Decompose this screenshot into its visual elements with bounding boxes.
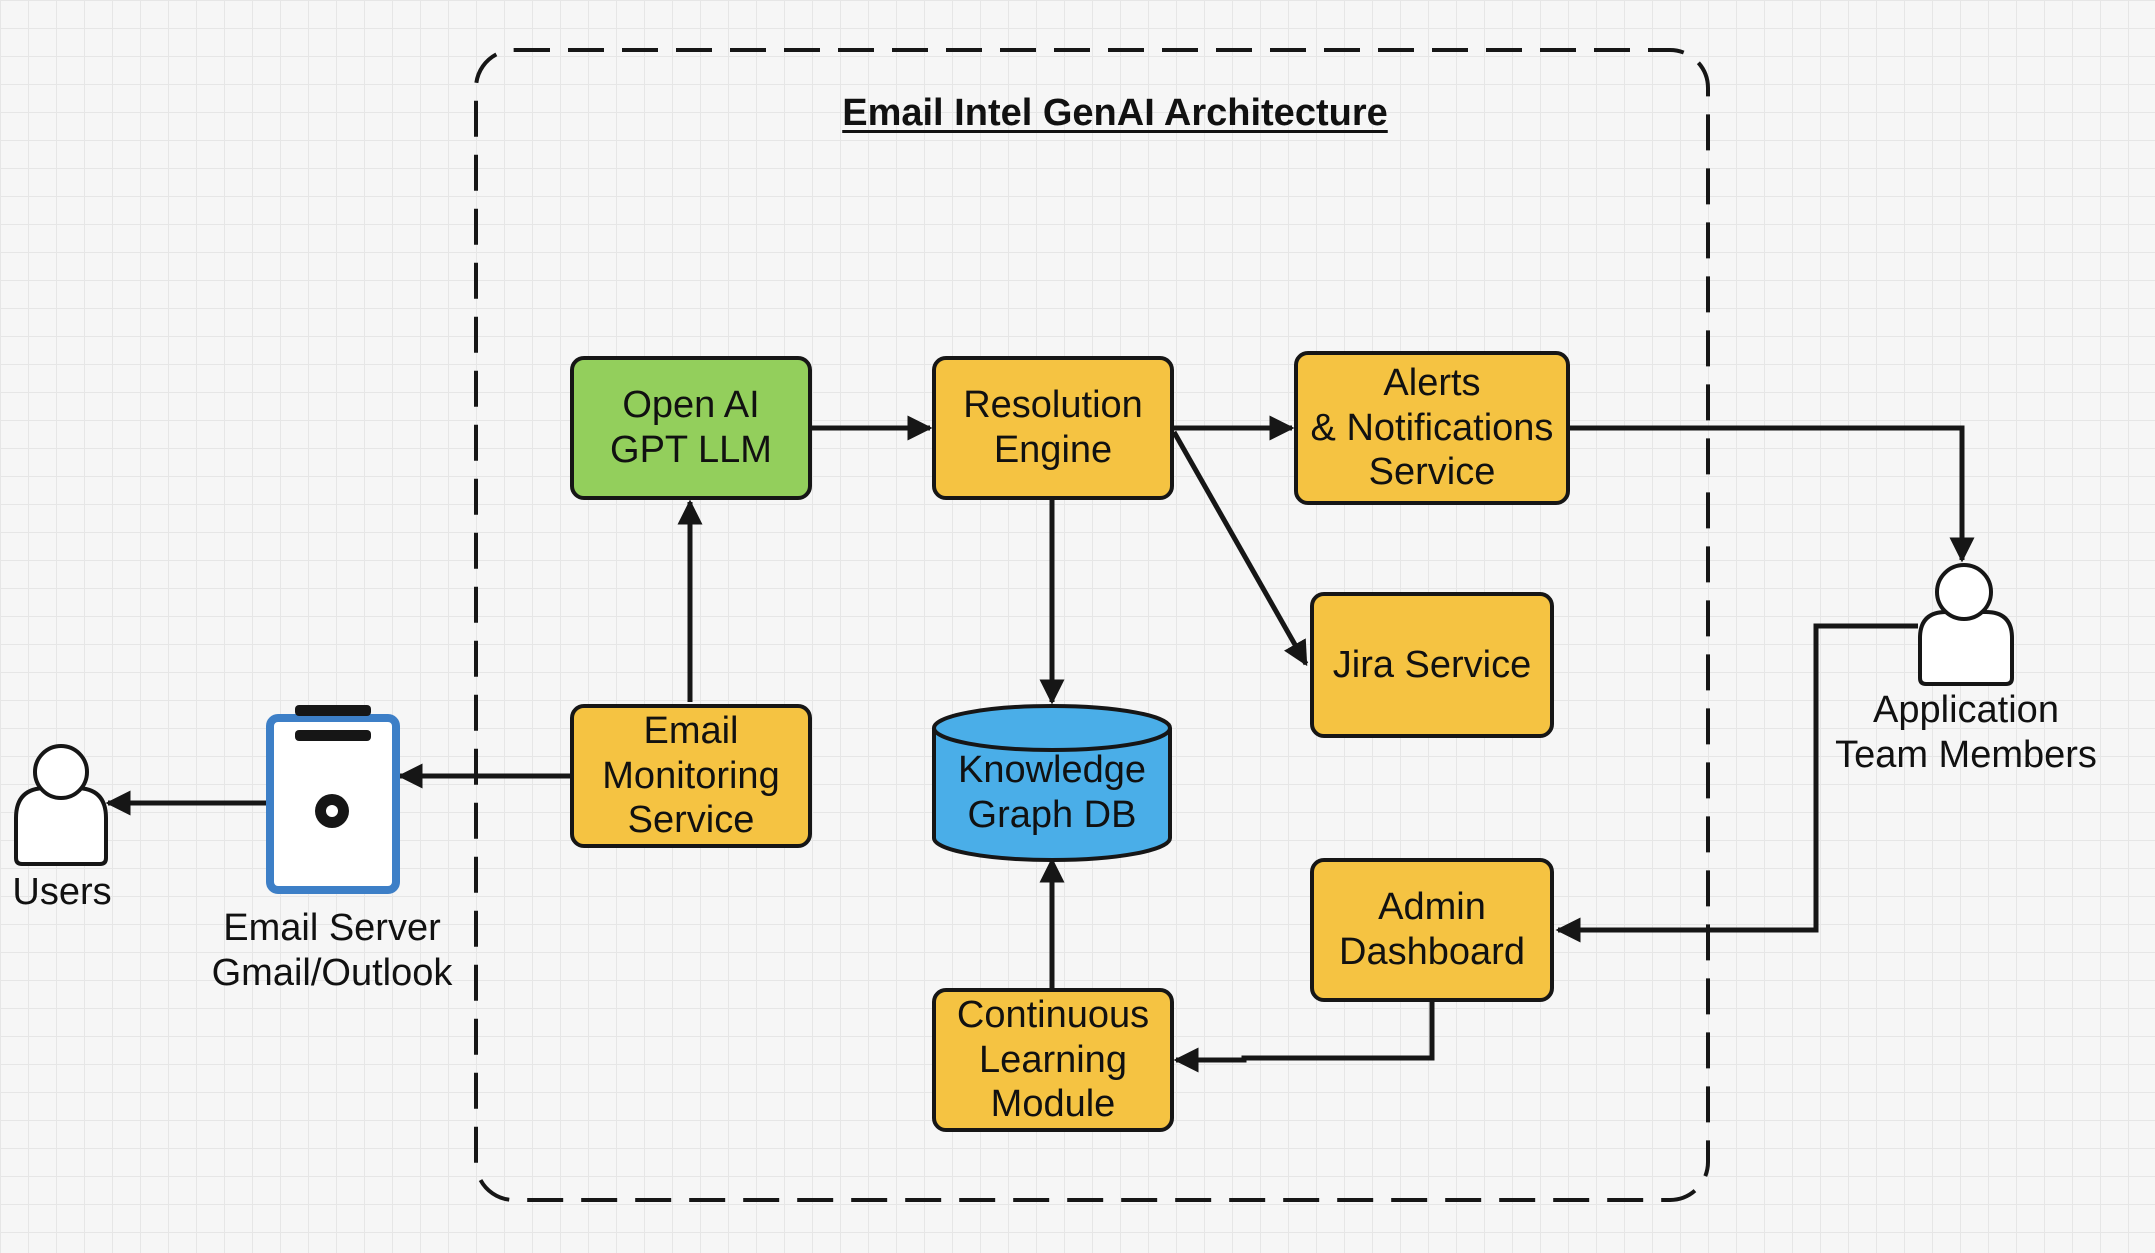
jira-service-node: Jira Service	[1310, 592, 1554, 738]
app-team-person-icon	[1918, 563, 2014, 686]
email-server-label: Email Server Gmail/Outlook	[211, 907, 453, 994]
email-monitoring-node: Email Monitoring Service	[570, 704, 812, 848]
resolution-engine-node: Resolution Engine	[932, 356, 1174, 500]
app-team-label: Application Team Members	[1835, 689, 2097, 776]
edge-resolution-to-jira	[1171, 430, 1309, 667]
alerts-notifications-node: Alerts & Notifications Service	[1294, 351, 1570, 505]
system-boundary	[474, 48, 1710, 1202]
edge-admin-to-continuous	[1173, 1002, 1435, 1073]
admin-dashboard-node: Admin Dashboard	[1310, 858, 1554, 1002]
openai-gpt-llm-node: Open AI GPT LLM	[570, 356, 812, 500]
knowledge-db-label: Knowledge Graph DB	[957, 749, 1147, 836]
edge-app-team-to-admin	[1555, 623, 1918, 943]
edge-alerts-to-app-team	[1570, 425, 1975, 563]
users-person-icon	[14, 744, 108, 866]
knowledge-db-cylinder	[932, 704, 1172, 862]
email-server-device-icon	[266, 705, 400, 894]
diagram-title: Email Intel GenAI Architecture	[842, 92, 1388, 134]
continuous-learning-node: Continuous Learning Module	[932, 988, 1174, 1132]
users-label: Users	[12, 871, 112, 913]
